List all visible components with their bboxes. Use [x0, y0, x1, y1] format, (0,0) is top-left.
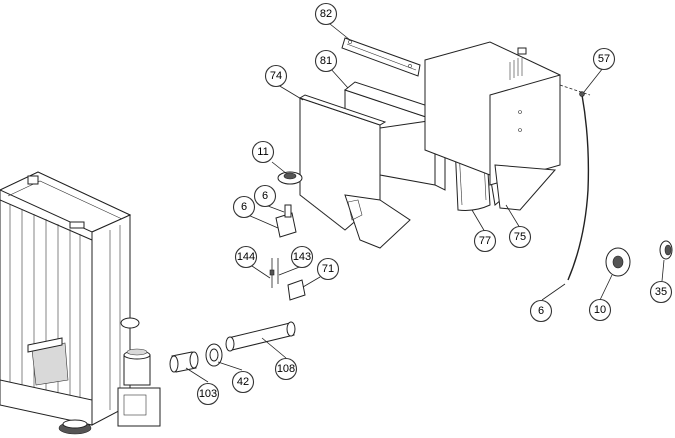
callout-6c-label: 6 [538, 305, 544, 317]
callout-108: 108 [274, 357, 298, 381]
part-11-motor [277, 171, 303, 185]
callout-81: 81 [314, 49, 338, 73]
callout-35: 35 [649, 280, 673, 304]
part-6-bracket [275, 204, 297, 238]
callout-103-label: 103 [199, 388, 217, 400]
sensor-cable [559, 84, 591, 281]
callout-10-label: 10 [594, 304, 606, 316]
callout-6c: 6 [529, 299, 553, 323]
callout-143: 143 [290, 245, 314, 269]
part-10-fan [605, 247, 631, 277]
callout-35-label: 35 [655, 286, 667, 298]
callout-11: 11 [251, 140, 275, 164]
callout-144-label: 144 [237, 251, 255, 263]
callout-144: 144 [234, 245, 258, 269]
callout-57: 57 [592, 47, 616, 71]
callout-74-label: 74 [270, 70, 282, 82]
callout-10: 10 [588, 298, 612, 322]
leader-lines [185, 23, 665, 383]
callout-74: 74 [264, 64, 288, 88]
callout-6b: 6 [253, 184, 277, 208]
callout-82-label: 82 [320, 8, 332, 20]
callout-71: 71 [316, 257, 340, 281]
callout-103: 103 [196, 382, 220, 406]
callout-42-label: 42 [237, 376, 249, 388]
callout-77: 77 [473, 229, 497, 253]
callout-57-label: 57 [598, 53, 610, 65]
callout-6b-label: 6 [262, 190, 268, 202]
callout-143-label: 143 [293, 251, 311, 263]
stove-body [0, 171, 161, 435]
part-71-bracket [287, 279, 306, 301]
part-35-knob [659, 240, 673, 260]
callout-75: 75 [508, 225, 532, 249]
part-103-fitting [169, 351, 199, 373]
callout-71-label: 71 [322, 263, 334, 275]
callout-42: 42 [231, 370, 255, 394]
callout-77-label: 77 [479, 235, 491, 247]
callout-6a: 6 [232, 195, 256, 219]
callout-75-label: 75 [514, 231, 526, 243]
part-82-strip [341, 37, 421, 77]
callout-108-label: 108 [277, 363, 295, 375]
part-108-tube [225, 321, 296, 352]
callout-81-label: 81 [320, 55, 332, 67]
part-74-hopper [298, 94, 411, 249]
callout-6a-label: 6 [241, 201, 247, 213]
callout-82: 82 [314, 2, 338, 26]
part-42-washer [205, 343, 223, 367]
callout-11-label: 11 [257, 146, 268, 158]
pins-143-144 [269, 258, 279, 288]
part-75-rearbox [424, 41, 561, 211]
